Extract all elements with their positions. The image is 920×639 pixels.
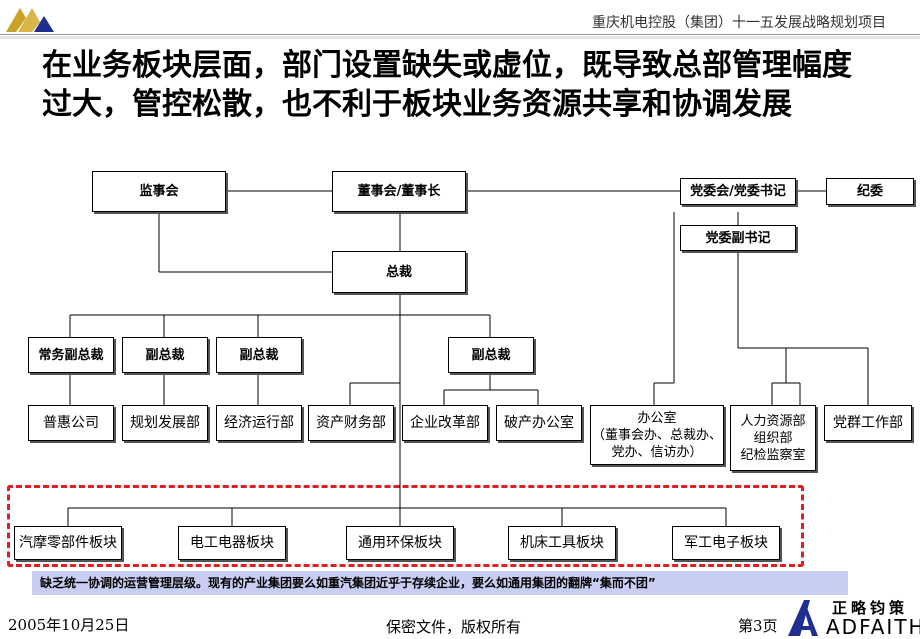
footer-date: 2005年10月25日 <box>8 616 130 634</box>
org-box-dept-puhui: 普惠公司 <box>28 405 114 441</box>
slide-headline: 在业务板块层面，部门设置缺失或虚位，既导致总部管理幅度过大，管控松散，也不利于板… <box>42 48 852 122</box>
org-box-president: 总裁 <box>332 251 466 293</box>
org-box-board: 董事会/董事长 <box>332 171 466 212</box>
org-box-seg-electrical: 电工电器板块 <box>178 526 286 560</box>
brand-logo-icon <box>788 600 818 636</box>
org-box-dept-party-work: 党群工作部 <box>824 405 912 441</box>
company-logo-icon <box>6 8 54 32</box>
footer-page-number: 第3页 <box>738 617 778 635</box>
header-bar <box>0 36 920 39</box>
org-box-seg-auto: 汽摩零部件板块 <box>14 526 122 560</box>
conclusion-note: 缺乏统一协调的运营管理层级。现有的产业集团要么如重汽集团近乎于存续企业，要么如通… <box>32 571 848 595</box>
org-box-dept-planning: 规划发展部 <box>122 405 208 441</box>
brand-name-cn: 正略钧策 <box>832 599 909 617</box>
footer-confidential: 保密文件，版权所有 <box>386 618 522 636</box>
segment-highlight-frame <box>7 485 804 567</box>
org-box-dept-asset: 资产财务部 <box>308 405 394 441</box>
org-box-seg-military: 军工电子板块 <box>672 526 780 560</box>
header-divider <box>0 34 920 35</box>
org-box-exec-vp: 常务副总裁 <box>28 337 114 373</box>
org-box-vp-3: 副总裁 <box>448 337 534 373</box>
org-box-seg-environment: 通用环保板块 <box>346 526 454 560</box>
org-box-dept-econ: 经济运行部 <box>216 405 302 441</box>
brand-name-en: ADFAITH <box>826 615 920 639</box>
org-box-party-deputy: 党委副书记 <box>680 225 796 251</box>
org-box-dept-reform: 企业改革部 <box>402 405 488 441</box>
org-box-vp-2: 副总裁 <box>216 337 302 373</box>
org-box-seg-machine-tool: 机床工具板块 <box>508 526 616 560</box>
org-box-dept-hr: 人力资源部 组织部 纪检监察室 <box>730 405 816 471</box>
org-box-discipline: 纪委 <box>826 178 914 205</box>
org-box-supervisory: 监事会 <box>92 171 226 212</box>
org-box-party-committee: 党委会/党委书记 <box>680 178 796 205</box>
org-box-dept-office: 办公室 （董事会办、总裁办、 党办、信访办） <box>590 405 724 465</box>
project-title: 重庆机电控股（集团）十一五发展战略规划项目 <box>592 15 886 31</box>
org-box-dept-bankrupt: 破产办公室 <box>496 405 582 441</box>
org-box-vp-1: 副总裁 <box>122 337 208 373</box>
